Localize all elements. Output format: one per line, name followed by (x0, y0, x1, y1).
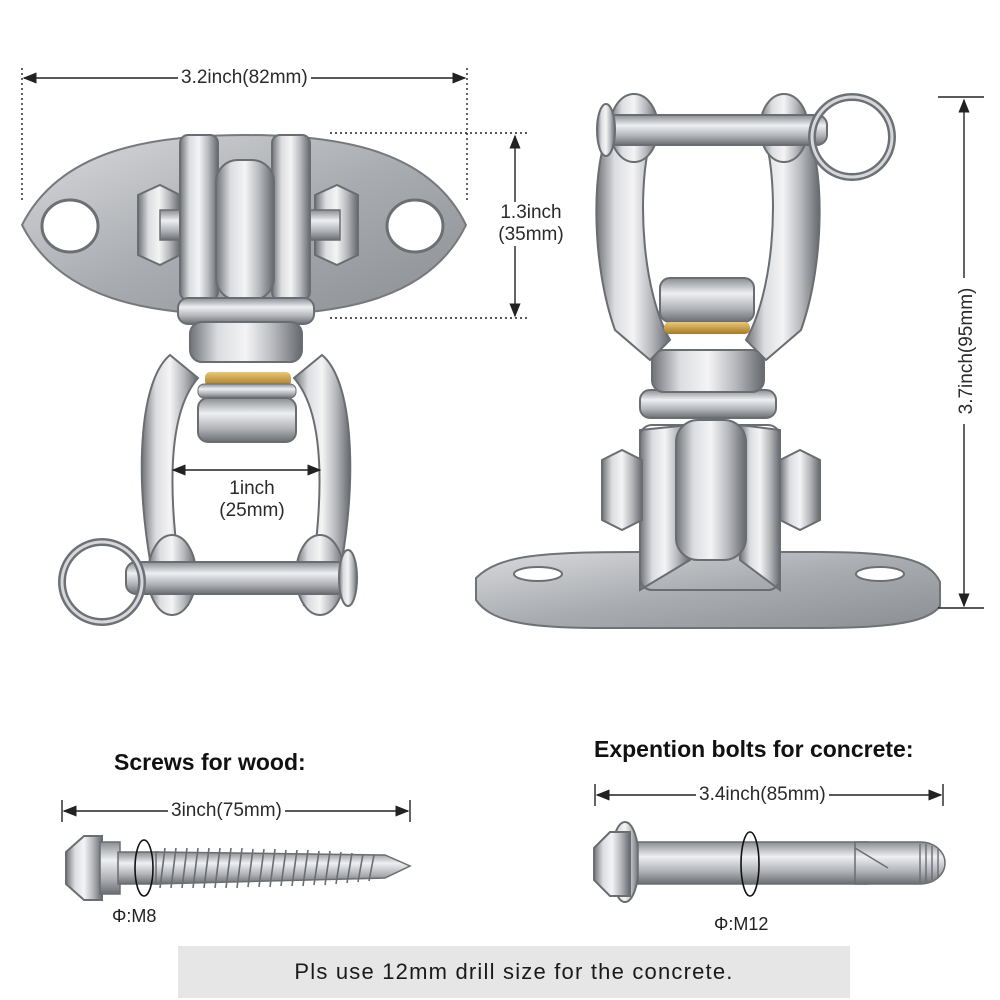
plate-height-mm: (35mm) (498, 224, 564, 245)
left-swivel-hook (20, 133, 468, 626)
opening-inch: 1inch (229, 478, 275, 499)
concrete-bolt-diameter: Φ:M12 (714, 914, 769, 934)
opening-label: 1inch (25mm) (196, 478, 308, 522)
wood-screw-diameter: Φ:M8 (112, 906, 157, 926)
drill-note-text: Pls use 12mm drill size for the concrete… (294, 959, 734, 984)
wood-screw-length: 3inch(75mm) (168, 800, 285, 822)
right-swivel-hook (475, 93, 941, 629)
opening-mm: (25mm) (219, 500, 285, 521)
expansion-bolt (593, 821, 946, 903)
wood-screws-heading: Screws for wood: (114, 749, 306, 775)
wood-screw (65, 835, 412, 901)
drill-note-banner (178, 946, 850, 998)
top-width-label: 3.2inch(82mm) (178, 67, 311, 89)
total-height-label: 3.7inch(95mm) (956, 278, 978, 424)
plate-height-label: 1.3inch (35mm) (480, 202, 582, 246)
concrete-bolt-length: 3.4inch(85mm) (696, 784, 829, 806)
concrete-bolts-heading: Expention bolts for concrete: (594, 736, 914, 762)
plate-height-inch: 1.3inch (500, 202, 562, 223)
